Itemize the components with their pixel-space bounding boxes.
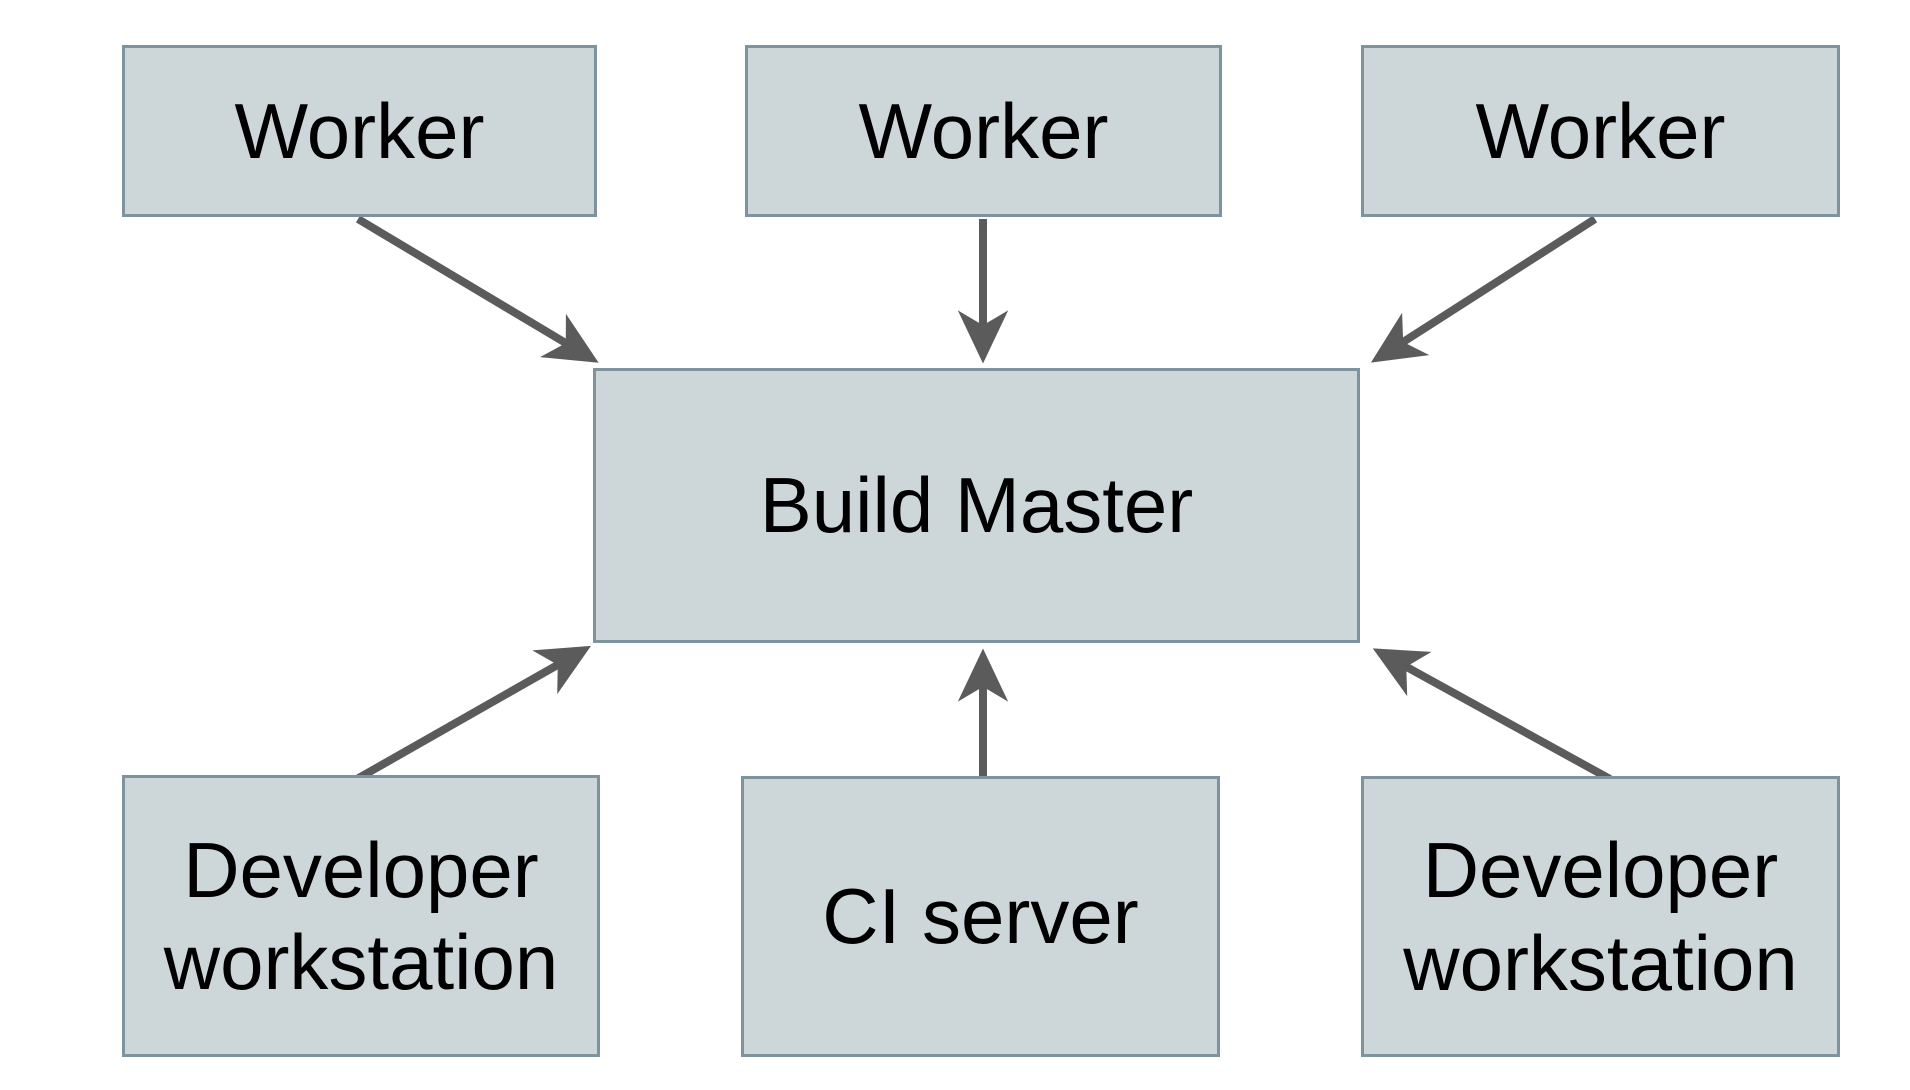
node-worker-3: Worker xyxy=(1361,45,1840,217)
node-worker-1: Worker xyxy=(122,45,597,217)
node-ci-server: CI server xyxy=(741,776,1220,1057)
node-ci-server-label: CI server xyxy=(822,872,1139,961)
node-developer-workstation-1: Developer workstation xyxy=(122,775,600,1057)
node-developer-workstation-2-label: Developer workstation xyxy=(1403,826,1798,1007)
node-developer-workstation-2: Developer workstation xyxy=(1361,776,1840,1057)
arrow-worker1-to-build-master xyxy=(355,215,599,363)
arrow-devworkstation2-to-build-master xyxy=(1372,648,1612,783)
arrow-worker3-to-build-master xyxy=(1370,215,1598,363)
node-worker-1-label: Worker xyxy=(234,86,485,175)
node-worker-3-label: Worker xyxy=(1475,86,1726,175)
node-developer-workstation-1-label: Developer workstation xyxy=(163,825,559,1006)
node-worker-2-label: Worker xyxy=(858,86,1109,175)
node-build-master: Build Master xyxy=(593,368,1360,643)
node-worker-2: Worker xyxy=(745,45,1222,217)
node-build-master-label: Build Master xyxy=(759,461,1194,550)
arrow-devworkstation1-to-build-master xyxy=(355,645,592,783)
